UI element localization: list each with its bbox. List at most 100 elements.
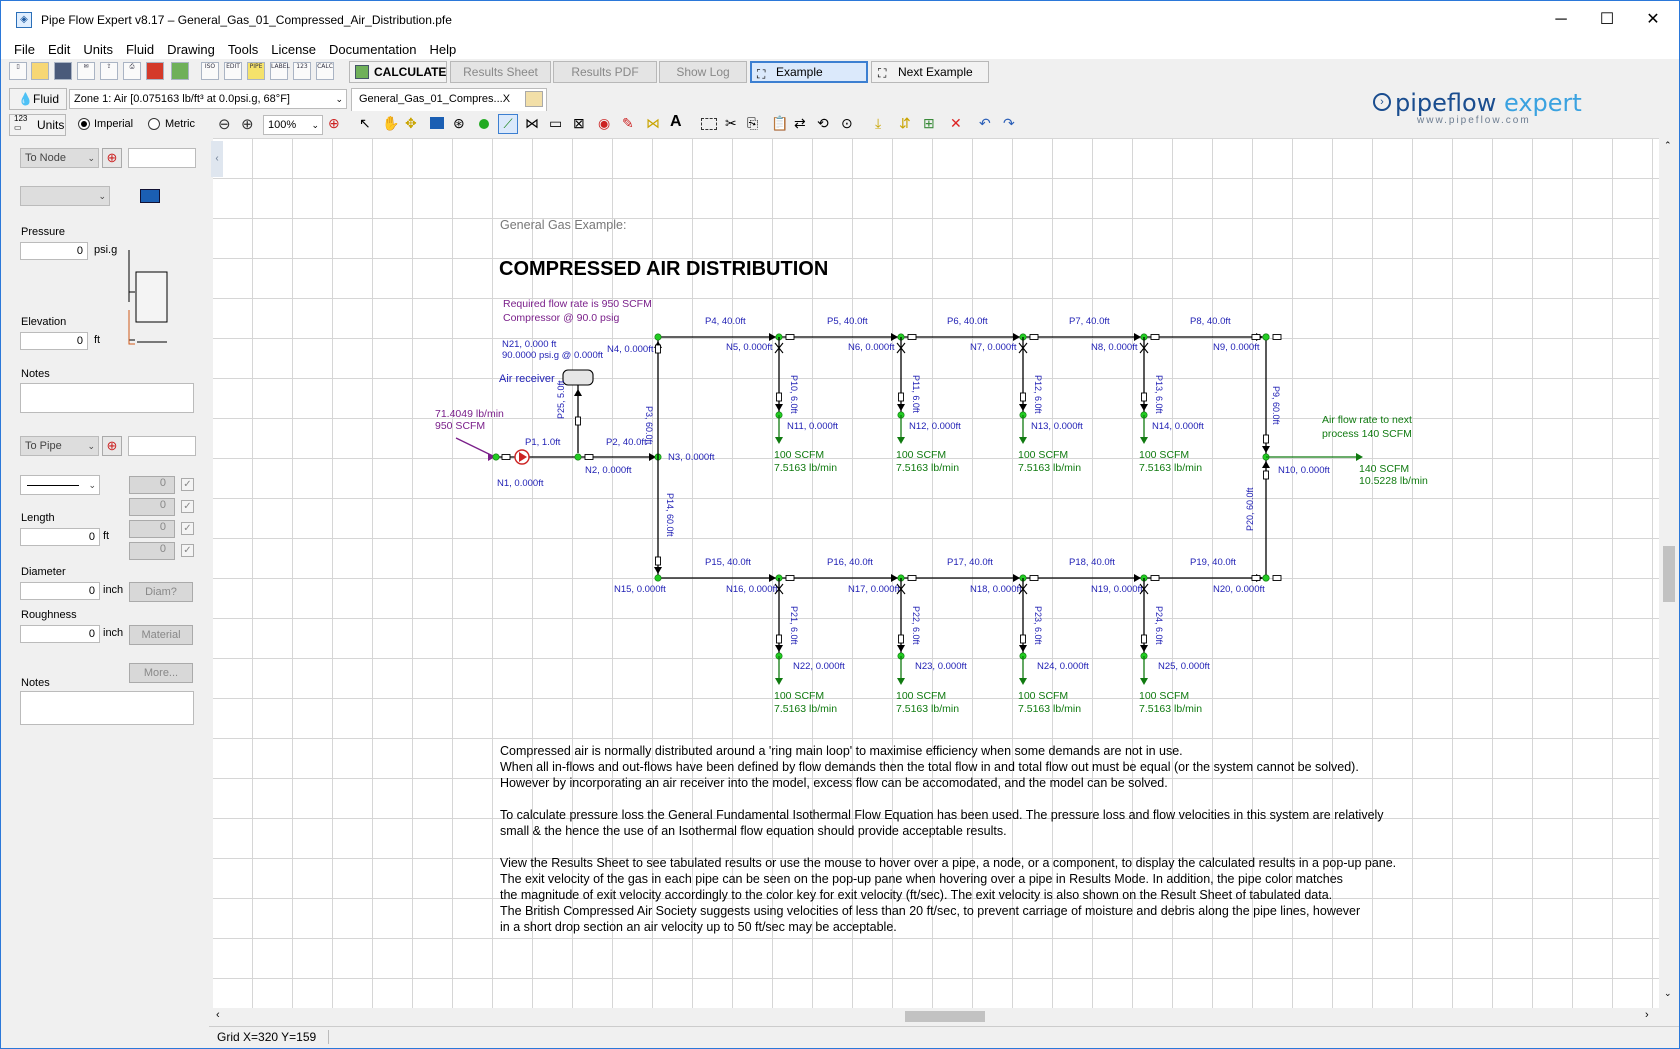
- rotate-icon[interactable]: ⟲: [817, 115, 829, 131]
- node-icon[interactable]: [479, 119, 489, 129]
- results-pdf-button[interactable]: Results PDF: [553, 61, 657, 83]
- calculator-icon[interactable]: [171, 62, 189, 80]
- scroll-right-icon[interactable]: ›: [1645, 1009, 1649, 1021]
- node-type-select[interactable]: ⌄: [20, 186, 110, 206]
- scroll-down-icon[interactable]: ⌄: [1664, 988, 1672, 998]
- number-icon[interactable]: 123: [293, 62, 311, 80]
- cut-icon[interactable]: ✂: [725, 115, 737, 131]
- example-systems-button[interactable]: ⛶ Example Systems: [750, 61, 868, 97]
- crosshair-icon[interactable]: ⊕: [102, 148, 122, 168]
- fitting-count-4[interactable]: 0: [129, 542, 175, 560]
- component-icon[interactable]: ⋈: [525, 115, 539, 131]
- fitting-checkbox-3[interactable]: ✓: [181, 522, 194, 535]
- horizontal-scrollbar[interactable]: ‹ ›: [213, 1008, 1659, 1025]
- tank-icon[interactable]: [430, 117, 444, 129]
- diameter-field[interactable]: 0: [20, 582, 100, 600]
- paste-icon[interactable]: 📋: [771, 115, 789, 131]
- to-node-select[interactable]: To Node⌄: [20, 148, 99, 168]
- align-icon[interactable]: ⤓: [875, 115, 882, 131]
- move-icon[interactable]: ✥: [405, 115, 417, 131]
- minimize-button[interactable]: ─: [1555, 11, 1567, 28]
- find-icon[interactable]: ⊙: [841, 115, 853, 131]
- delete-icon[interactable]: ✕: [950, 115, 962, 131]
- iso-icon[interactable]: ISO: [201, 62, 219, 80]
- node-notes-field[interactable]: [20, 383, 194, 413]
- menu-drawing[interactable]: Drawing: [167, 41, 215, 57]
- pipe-notes-field[interactable]: [20, 691, 194, 725]
- menu-documentation[interactable]: Documentation: [329, 41, 417, 57]
- target-icon[interactable]: ⊕: [328, 115, 340, 131]
- calc-mode-icon[interactable]: CALC: [316, 62, 334, 80]
- pipe-mode-icon[interactable]: PIPE: [247, 62, 265, 80]
- vertical-scroll-thumb[interactable]: [1663, 546, 1675, 602]
- close-button[interactable]: ✕: [1646, 11, 1660, 28]
- control-valve-icon[interactable]: ◉: [598, 115, 611, 131]
- new-icon[interactable]: ▯: [9, 62, 27, 80]
- pump-icon[interactable]: ⊛: [453, 115, 465, 131]
- crosshair-icon[interactable]: ⊕: [102, 436, 122, 456]
- fitting-count-2[interactable]: 0: [129, 498, 175, 516]
- vertical-scrollbar[interactable]: ⌃ ⌄: [1659, 138, 1679, 1008]
- export-icon[interactable]: ⇪: [100, 62, 118, 80]
- menu-tools[interactable]: Tools: [227, 41, 259, 57]
- redo-icon[interactable]: ↷: [1003, 115, 1015, 131]
- next-example-button[interactable]: ⛶ Next Example: [871, 61, 989, 83]
- annotation-icon[interactable]: ⋈: [646, 115, 660, 131]
- pencil-icon[interactable]: ✎: [622, 115, 634, 131]
- fitting-count-3[interactable]: 0: [129, 520, 175, 538]
- fitting-checkbox-2[interactable]: ✓: [181, 500, 194, 513]
- material-button[interactable]: Material: [129, 625, 193, 645]
- hand-icon[interactable]: ✋: [382, 115, 400, 131]
- pointer-icon[interactable]: ↖: [359, 115, 371, 131]
- fitting-checkbox-1[interactable]: ✓: [181, 478, 194, 491]
- length-field[interactable]: 0: [20, 528, 100, 546]
- metric-radio[interactable]: [148, 118, 160, 130]
- fitting-count-1[interactable]: 0: [129, 476, 175, 494]
- show-log-button[interactable]: Show Log: [659, 61, 747, 83]
- imperial-radio[interactable]: [78, 118, 90, 130]
- pressure-field[interactable]: 0: [20, 242, 88, 260]
- edit-mode-icon[interactable]: EDIT: [224, 62, 242, 80]
- collapse-panel-button[interactable]: ‹: [211, 141, 223, 177]
- menu-license[interactable]: License: [271, 41, 317, 57]
- diam-button[interactable]: Diam?: [129, 582, 193, 602]
- scroll-up-icon[interactable]: ⌃: [1664, 140, 1672, 150]
- menu-help[interactable]: Help: [429, 41, 457, 57]
- results-sheet-button[interactable]: Results Sheet: [450, 61, 551, 83]
- node-name-field[interactable]: [128, 148, 196, 168]
- horizontal-scroll-thumb[interactable]: [905, 1011, 985, 1022]
- maximize-button[interactable]: ☐: [1599, 11, 1615, 28]
- more-button[interactable]: More...: [129, 663, 193, 683]
- calculate-button[interactable]: CALCULATE: [349, 61, 447, 83]
- scroll-left-icon[interactable]: ‹: [216, 1009, 220, 1021]
- zoom-out-icon[interactable]: ⊖: [218, 116, 231, 133]
- email-icon[interactable]: ✉: [77, 62, 95, 80]
- pipe-name-field[interactable]: [128, 436, 196, 456]
- print-icon[interactable]: ⎙: [123, 62, 141, 80]
- menu-edit[interactable]: Edit: [47, 41, 71, 57]
- to-pipe-select[interactable]: To Pipe⌄: [20, 436, 99, 456]
- zoom-in-icon[interactable]: ⊕: [241, 116, 254, 133]
- fitting-checkbox-4[interactable]: ✓: [181, 544, 194, 557]
- fluid-button[interactable]: 💧 Fluid: [9, 88, 67, 110]
- zone-select[interactable]: Zone 1: Air [0.075163 lb/ft³ at 0.0psi.g…: [69, 89, 347, 109]
- drawing-canvas[interactable]: General Gas Example:COMPRESSED AIR DISTR…: [213, 138, 1659, 1008]
- units-button[interactable]: 123▭ Units: [9, 114, 66, 136]
- flip-icon[interactable]: ⇄: [794, 115, 806, 131]
- grid-snap-icon[interactable]: ⊞: [923, 115, 935, 131]
- select-box-icon[interactable]: [701, 118, 717, 130]
- distribute-icon[interactable]: ⇵: [899, 115, 911, 131]
- tab-document[interactable]: General_Gas_01_Compres...X: [351, 88, 547, 111]
- label-icon[interactable]: LABEL: [270, 62, 290, 80]
- text-icon[interactable]: A: [670, 113, 682, 130]
- elevation-field[interactable]: 0: [20, 332, 88, 350]
- draw-pipe-icon[interactable]: ⟋: [498, 114, 518, 134]
- image-icon[interactable]: ▭: [549, 115, 563, 131]
- undo-icon[interactable]: ↶: [979, 115, 991, 131]
- new-tab-icon[interactable]: [525, 91, 543, 107]
- valve-icon[interactable]: ⊠: [573, 115, 585, 131]
- menu-units[interactable]: Units: [83, 41, 113, 57]
- menu-file[interactable]: File: [14, 41, 35, 57]
- menu-fluid[interactable]: Fluid: [125, 41, 155, 57]
- copy-icon[interactable]: ⎘: [747, 115, 759, 131]
